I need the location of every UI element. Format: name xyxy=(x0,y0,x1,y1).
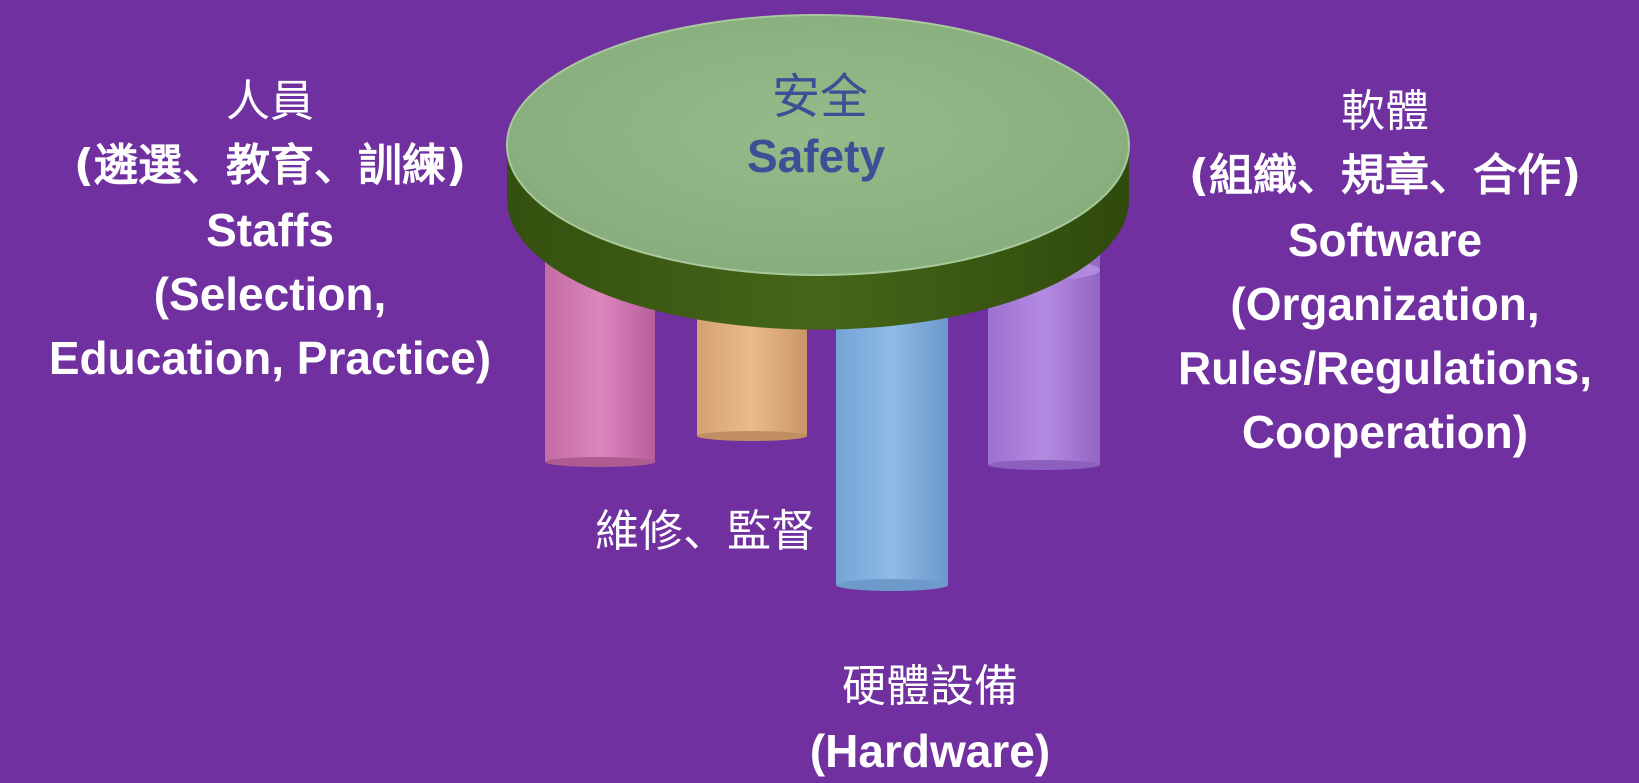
hardware-label: 硬體設備 (Hardware) xyxy=(770,655,1090,783)
software-label: 軟體 (組織、規章、合作) Software (Organization, Ru… xyxy=(1130,80,1639,464)
tabletop: 安全 Safety xyxy=(506,14,1130,330)
tabletop-title-en: Safety xyxy=(747,130,885,182)
software-title-en: Software xyxy=(1287,214,1483,266)
tabletop-surface xyxy=(506,14,1130,276)
software-detail-en-1: (Organization, xyxy=(1230,278,1540,330)
software-title-zh: 軟體 xyxy=(1341,86,1429,137)
software-detail-en-2: Rules/Regulations, xyxy=(1177,342,1593,394)
maintenance-title-zh: 維修、監督 xyxy=(595,506,815,557)
staffs-title-en: Staffs xyxy=(206,204,334,256)
staffs-title-zh: 人員 xyxy=(226,76,314,127)
tabletop-title-zh: 安全 xyxy=(772,69,868,125)
maintenance-label: 維修、監督 xyxy=(565,500,845,564)
staffs-detail-en-1: (Selection, xyxy=(153,268,387,320)
staffs-detail-zh: (遴選、教育、訓練) xyxy=(73,140,467,191)
software-detail-zh: (組織、規章、合作) xyxy=(1188,150,1582,201)
hardware-title-en: (Hardware) xyxy=(809,725,1051,777)
hardware-title-zh: 硬體設備 xyxy=(842,661,1018,712)
staffs-label: 人員 (遴選、教育、訓練) Staffs (Selection, Educati… xyxy=(10,70,530,390)
staffs-detail-en-2: Education, Practice) xyxy=(48,332,492,384)
software-detail-en-3: Cooperation) xyxy=(1241,406,1529,458)
